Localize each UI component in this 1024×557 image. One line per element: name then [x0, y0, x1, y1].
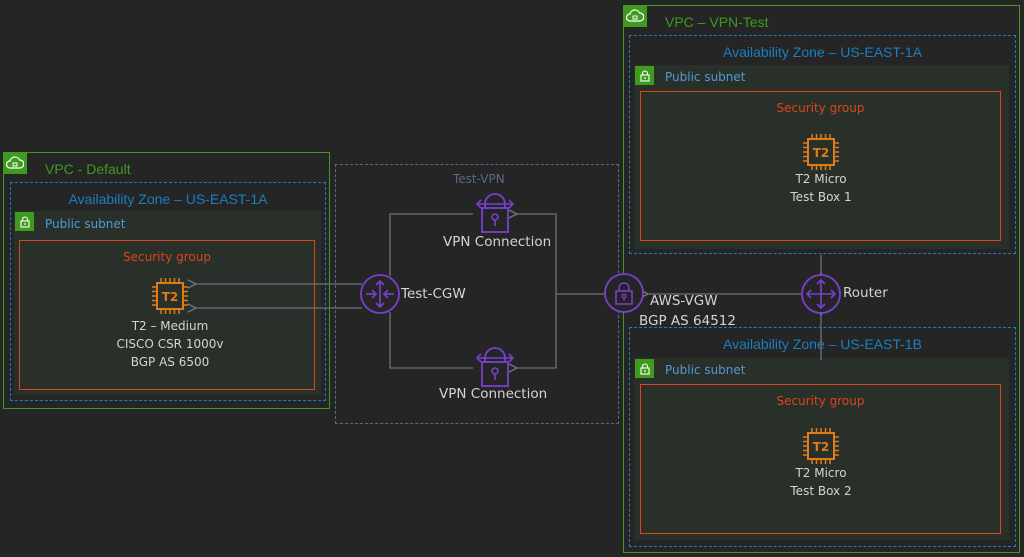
instance-name: Test Box 2 [790, 484, 852, 498]
instance-type: T2 Micro [795, 172, 847, 186]
ec2-instance-icon[interactable]: T2 [151, 277, 189, 315]
router-label: Router [843, 285, 888, 301]
vpc-default: VPC - Default [3, 152, 330, 409]
az-title: Availability Zone – US-EAST-1A [68, 191, 268, 207]
vpc-title: VPC - Default [45, 161, 131, 177]
vgw-label: AWS-VGW [650, 293, 718, 309]
vpn-connection-icon[interactable] [476, 347, 514, 387]
availability-zone-1b: Availability Zone – US-EAST-1B [629, 327, 1016, 547]
security-group: Security group [19, 240, 315, 390]
subnet-title: Public subnet [665, 363, 746, 377]
vpc-cloud-icon [623, 5, 647, 27]
security-group-1: Security group [640, 91, 1001, 241]
lock-icon [15, 212, 34, 231]
instance-icon-text: T2 [813, 146, 830, 160]
instance-model: CISCO CSR 1000v [116, 337, 224, 351]
router-icon[interactable] [801, 274, 841, 314]
instance-type: T2 Micro [795, 466, 847, 480]
sg-title: Security group [123, 250, 211, 264]
instance-icon-text: T2 [813, 440, 830, 454]
connector-cgw-vpn-top [389, 213, 473, 276]
instance-type: T2 – Medium [131, 319, 209, 333]
lock-icon [635, 66, 654, 85]
az-title: Availability Zone – US-EAST-1A [723, 44, 922, 60]
vpc-title: VPC – VPN-Test [665, 14, 769, 30]
subnet-title: Public subnet [45, 217, 126, 231]
subnet-title: Public subnet [665, 70, 746, 84]
sg-title: Security group [776, 394, 865, 408]
public-subnet-2: Public subnet [634, 358, 1009, 540]
ec2-instance-icon[interactable]: T2 [802, 427, 840, 465]
public-subnet: Public subnet [14, 211, 321, 395]
connector-cgw-vpn-bottom [389, 312, 473, 369]
vpn-connection-icon[interactable] [476, 193, 514, 233]
instance-label: T2 Micro Test Box 2 [741, 464, 901, 500]
security-group-2: Security group [640, 384, 1001, 534]
az-title: Availability Zone – US-EAST-1B [723, 336, 922, 352]
availability-zone-1a: Availability Zone – US-EAST-1A [629, 35, 1016, 254]
instance-icon-text: T2 [162, 290, 179, 304]
sg-title: Security group [776, 101, 865, 115]
vpn-gateway-icon[interactable] [604, 273, 644, 313]
availability-zone: Availability Zone – US-EAST-1A [10, 182, 326, 401]
public-subnet-1: Public subnet [634, 65, 1009, 249]
cgw-label: Test-CGW [401, 286, 466, 302]
vpn-connection-label: VPN Connection [439, 386, 548, 402]
vgw-bgp-label: BGP AS 64512 [639, 313, 736, 329]
vpn-group-title: Test-VPN [453, 172, 505, 186]
vpc-cloud-icon [3, 152, 27, 174]
instance-name: Test Box 1 [790, 190, 852, 204]
connector-vgw-vpn-top [517, 214, 557, 294]
ec2-instance-icon[interactable]: T2 [802, 133, 840, 171]
customer-gateway-icon[interactable] [360, 274, 400, 314]
instance-label: T2 Micro Test Box 1 [741, 170, 901, 206]
lock-icon [635, 359, 654, 378]
instance-label: T2 – Medium CISCO CSR 1000v BGP AS 6500 [90, 317, 250, 371]
instance-bgp: BGP AS 6500 [130, 355, 210, 369]
connector-vgw-vpn-bottom [517, 294, 557, 368]
vpn-connection-label: VPN Connection [443, 234, 552, 250]
